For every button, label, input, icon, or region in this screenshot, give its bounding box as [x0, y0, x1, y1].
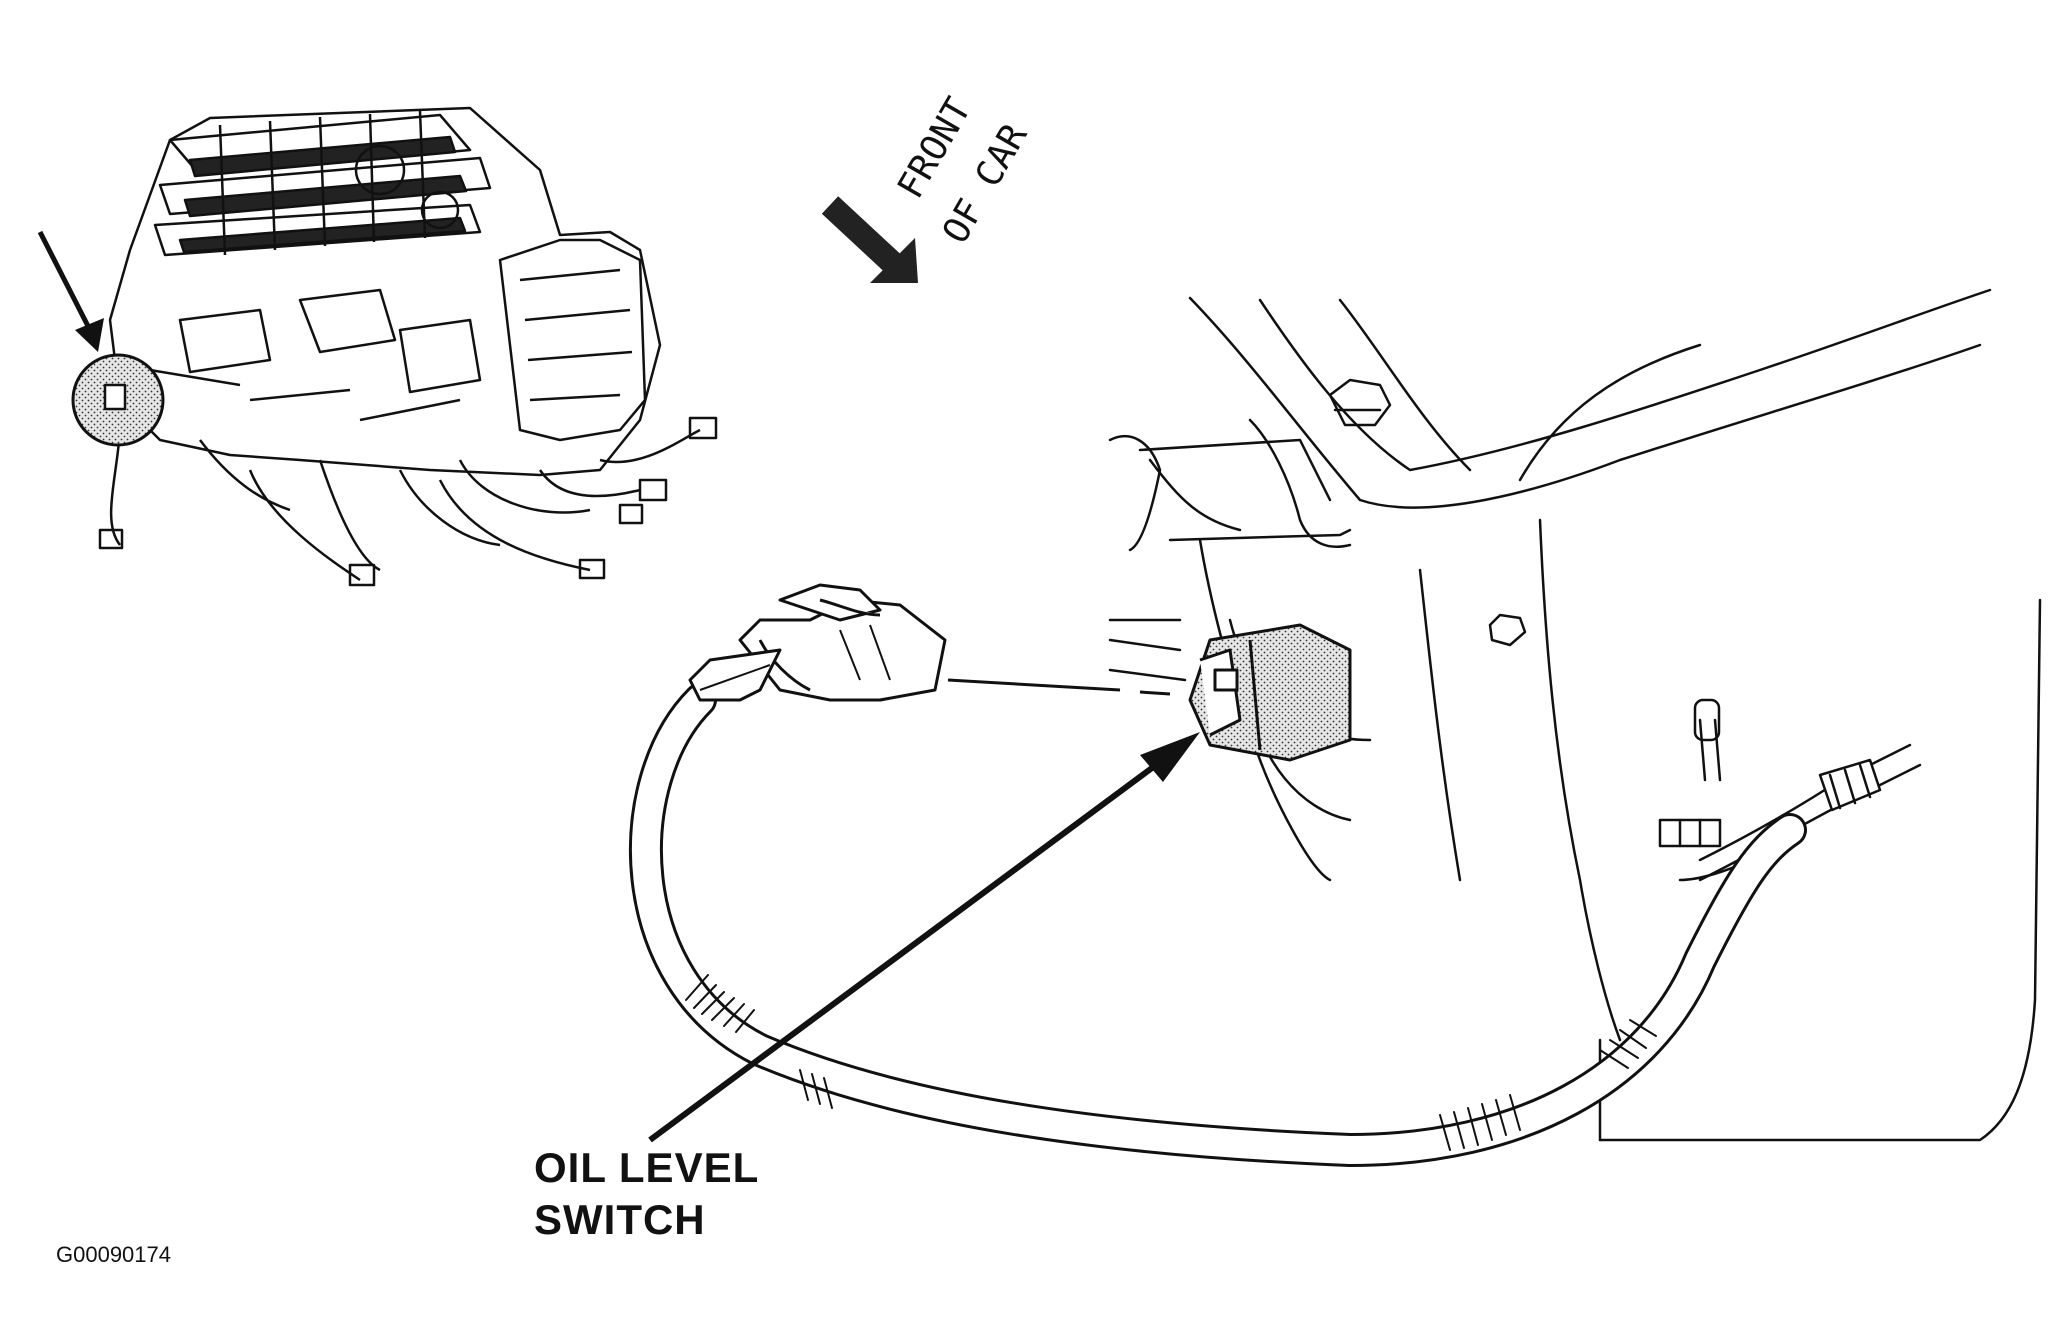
pan-bolt: [1488, 613, 1527, 647]
transmission-housing: [498, 238, 647, 442]
right-harness: [1698, 743, 1922, 882]
callout-line2: SWITCH: [534, 1196, 706, 1243]
engine-block: [108, 106, 662, 477]
crossmember-bolt: [1328, 378, 1392, 427]
wiring-harness: [629, 683, 1807, 1168]
front-direction-arrow: [821, 196, 918, 283]
alignment-line: [947, 678, 1171, 696]
callout-line1: OIL LEVEL: [534, 1144, 760, 1191]
oil-level-switch: [1188, 623, 1352, 762]
oil-level-switch-label: OIL LEVEL SWITCH: [534, 1142, 759, 1246]
switch-connector: [688, 583, 947, 702]
callout-arrow: [648, 732, 1200, 1143]
inset-pointer-arrow: [37, 230, 104, 352]
figure-id: G00090174: [56, 1242, 171, 1267]
inset-harness-wires: [109, 419, 701, 582]
engine-inset: [71, 106, 718, 587]
